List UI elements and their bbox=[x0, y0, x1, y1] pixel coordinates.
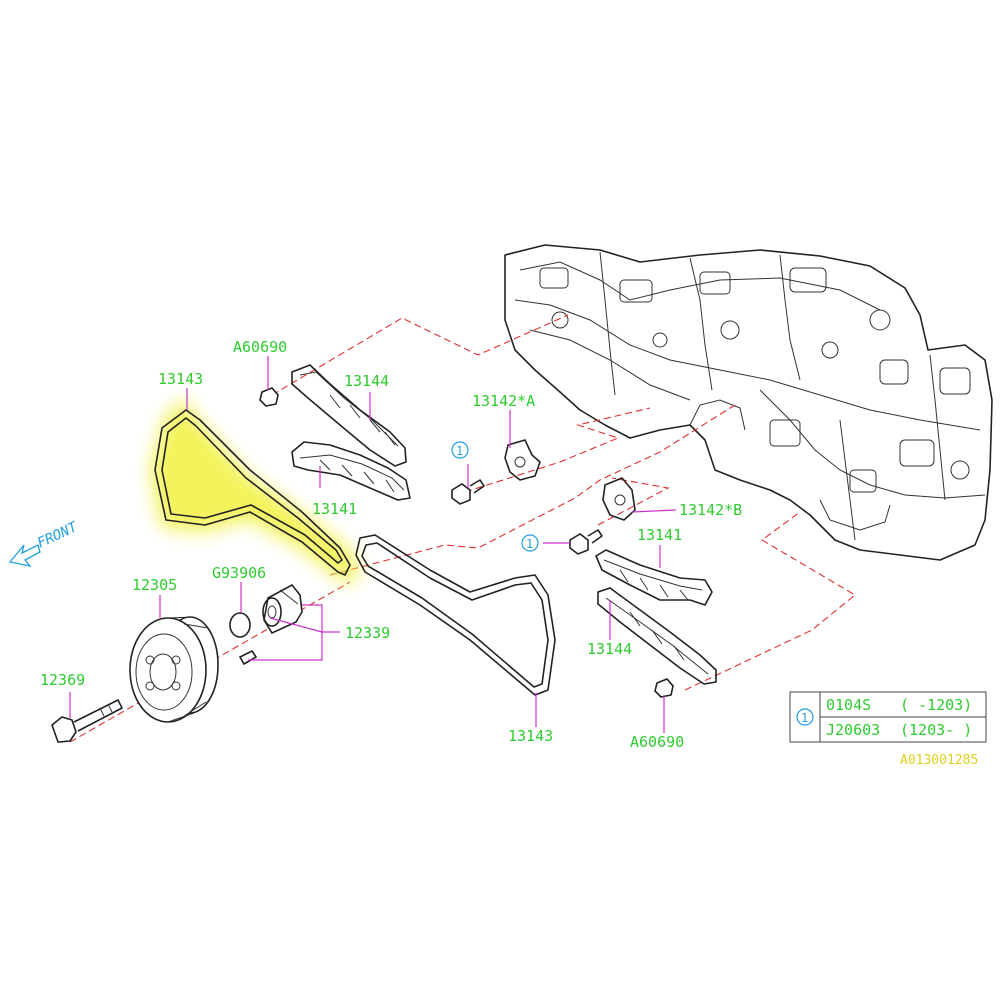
legend-row2-part: J20603 bbox=[826, 721, 880, 739]
legend-marker: 1 bbox=[801, 711, 808, 725]
dowel-pin bbox=[238, 649, 258, 666]
chain-guide-13141-right bbox=[595, 549, 713, 606]
label-g93906: G93906 bbox=[212, 564, 266, 582]
crank-bolt bbox=[51, 699, 123, 743]
leader-lines bbox=[69, 356, 677, 733]
bolt-tensioner-a bbox=[451, 479, 485, 505]
label-13143-left: 13143 bbox=[158, 370, 203, 388]
engine-block bbox=[504, 244, 993, 561]
callout-1-upper: 1 bbox=[451, 441, 469, 459]
timing-chain-right bbox=[355, 534, 556, 696]
diagram-code: A013001285 bbox=[900, 753, 978, 768]
label-13141-lower: 13141 bbox=[637, 526, 682, 544]
label-12369: 12369 bbox=[40, 671, 85, 689]
chain-tensioner-a bbox=[504, 439, 541, 481]
assembly-lines bbox=[69, 314, 856, 743]
bolt-a60690-bottom bbox=[654, 678, 674, 698]
legend-table: 1 0104S ( -1203) J20603 (1203- ) bbox=[789, 691, 987, 743]
label-13144-lower: 13144 bbox=[587, 640, 632, 658]
front-label: FRONT bbox=[35, 519, 81, 552]
label-13144-upper: 13144 bbox=[344, 372, 389, 390]
label-12305: 12305 bbox=[132, 576, 177, 594]
chain-guide-13144-left bbox=[291, 364, 407, 467]
crank-pulley bbox=[129, 616, 219, 723]
label-13141-upper: 13141 bbox=[312, 500, 357, 518]
label-13142a: 13142*A bbox=[472, 392, 535, 410]
chain-tensioner-b bbox=[602, 477, 636, 521]
legend-row1-range: ( -1203) bbox=[900, 696, 972, 714]
callout-1-lower: 1 bbox=[521, 534, 539, 552]
legend-row2-range: (1203- ) bbox=[900, 721, 972, 739]
bolt-tensioner-b bbox=[569, 529, 603, 555]
label-a60690-top: A60690 bbox=[233, 338, 287, 356]
chain-guide-13144-right bbox=[597, 587, 717, 685]
crank-sprocket bbox=[262, 583, 303, 635]
svg-text:1: 1 bbox=[526, 537, 533, 551]
timing-chain-left bbox=[154, 409, 351, 576]
label-12339: 12339 bbox=[345, 624, 390, 642]
svg-text:1: 1 bbox=[456, 444, 463, 458]
front-arrow: FRONT bbox=[8, 519, 81, 567]
legend-row1-part: 0104S bbox=[826, 696, 871, 714]
label-13143-right: 13143 bbox=[508, 727, 553, 745]
chain-highlight bbox=[150, 398, 360, 585]
o-ring bbox=[229, 612, 251, 638]
chain-guide-13141-left bbox=[291, 441, 411, 501]
bolt-a60690-top bbox=[259, 387, 279, 407]
label-13142b: 13142*B bbox=[679, 501, 742, 519]
label-a60690-bottom: A60690 bbox=[630, 733, 684, 751]
